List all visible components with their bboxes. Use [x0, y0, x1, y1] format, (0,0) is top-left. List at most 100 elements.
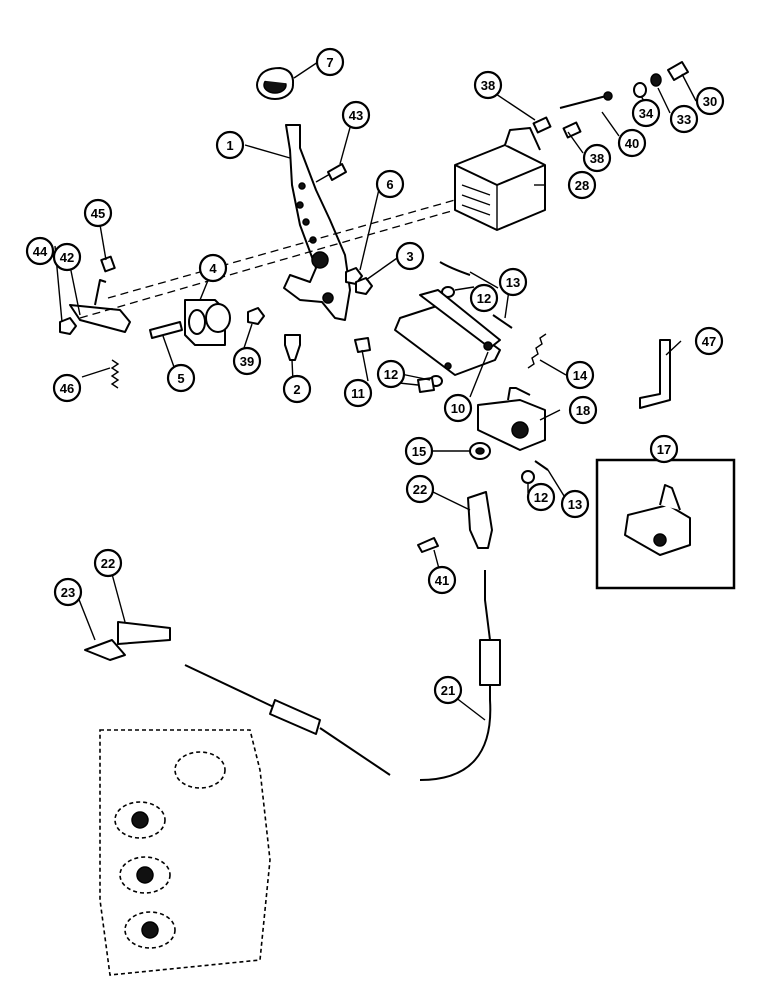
callout-circle: [93, 548, 123, 578]
callout-circle: [617, 128, 647, 158]
part-washer-12c: [521, 470, 535, 484]
part-screw-43: [315, 163, 347, 183]
part-spring-46: [110, 359, 120, 389]
callout-38: 38: [473, 70, 503, 100]
part-cable-diagonal: [184, 664, 391, 776]
callout-circle: [198, 253, 228, 283]
callout-circle: [404, 436, 434, 466]
callout-number: 44: [33, 244, 48, 259]
callout-15: 15: [404, 436, 434, 466]
callout-circle: [83, 198, 113, 228]
callout-circle: [53, 577, 83, 607]
callout-number: 4: [209, 261, 217, 276]
callout-41: 41: [427, 565, 457, 595]
callout-40: 40: [617, 128, 647, 158]
part-clevis-22a: [467, 491, 493, 549]
callout-circle: [473, 70, 503, 100]
callout-number: 21: [441, 683, 455, 698]
callout-circle: [669, 104, 699, 134]
part-cable-21: [419, 570, 501, 781]
callout-12: 12: [376, 359, 406, 389]
callout-number: 42: [60, 250, 74, 265]
callout-number: 43: [349, 108, 363, 123]
callout-number: 15: [412, 444, 426, 459]
callout-circle: [166, 363, 196, 393]
callout-circle: [695, 86, 725, 116]
callout-circle: [526, 482, 556, 512]
part-links: [394, 289, 501, 376]
callout-13: 13: [560, 489, 590, 519]
callout-circle: [375, 169, 405, 199]
callout-circle: [443, 393, 473, 423]
part-pin-13b: [492, 314, 513, 329]
callout-circle: [498, 267, 528, 297]
callout-number: 7: [326, 55, 333, 70]
callout-22: 22: [405, 474, 435, 504]
callout-number: 12: [477, 291, 491, 306]
callout-circle: [395, 241, 425, 271]
callout-2: 2: [282, 374, 312, 404]
callout-number: 13: [506, 275, 520, 290]
part-switch-block: [454, 127, 546, 231]
callout-circle: [433, 675, 463, 705]
callout-number: 22: [413, 482, 427, 497]
callout-12: 12: [469, 283, 499, 313]
inset-box-17: [595, 458, 736, 590]
part-pin-13c: [534, 460, 549, 471]
callout-circle: [52, 242, 82, 272]
callout-number: 38: [590, 151, 604, 166]
callout-number: 6: [386, 177, 393, 192]
part-nut-15: [469, 442, 491, 460]
callout-45: 45: [83, 198, 113, 228]
callout-number: 41: [435, 573, 449, 588]
part-hardware-30-34: [633, 61, 689, 98]
callout-17: 17: [649, 434, 679, 464]
callout-circle: [405, 474, 435, 504]
part-part-23: [84, 639, 126, 661]
callout-number: 47: [702, 334, 716, 349]
callout-30: 30: [695, 86, 725, 116]
callout-18: 18: [568, 395, 598, 425]
part-nut-39: [247, 307, 265, 325]
callout-circle: [631, 98, 661, 128]
callout-number: 1: [226, 138, 233, 153]
part-pivot-flange: [184, 299, 231, 346]
callout-3: 3: [395, 241, 425, 271]
callout-circle: [52, 373, 82, 403]
callout-21: 21: [433, 675, 463, 705]
callout-number: 10: [451, 401, 465, 416]
callout-10: 10: [443, 393, 473, 423]
callout-number: 17: [657, 442, 671, 457]
part-lever-plate: [283, 124, 351, 321]
alignment-line-b: [79, 209, 456, 319]
callout-circle: [341, 100, 371, 130]
callout-circle: [560, 489, 590, 519]
part-small-lever: [59, 255, 131, 335]
part-bushing: [256, 67, 295, 100]
callout-circle: [343, 378, 373, 408]
leader-lines: [54, 61, 697, 721]
callout-47: 47: [694, 326, 724, 356]
callout-circle: [567, 170, 597, 200]
part-screw-2: [284, 334, 301, 361]
callout-number: 3: [406, 249, 413, 264]
valve-body-ghost: [99, 729, 271, 976]
callout-circle: [694, 326, 724, 356]
callout-number: 12: [384, 367, 398, 382]
part-pin-13a: [439, 261, 471, 276]
part-screw-11a: [354, 337, 371, 353]
callout-34: 34: [631, 98, 661, 128]
callout-circle: [315, 47, 345, 77]
callout-number: 5: [177, 371, 184, 386]
part-screw-11b: [417, 377, 435, 393]
callout-circle: [282, 374, 312, 404]
callout-circle: [582, 143, 612, 173]
callout-42: 42: [52, 242, 82, 272]
callout-number: 30: [703, 94, 717, 109]
part-bracket-47: [639, 339, 671, 409]
callout-circle: [568, 395, 598, 425]
callout-6: 6: [375, 169, 405, 199]
callout-33: 33: [669, 104, 699, 134]
callout-44: 44: [25, 236, 55, 266]
